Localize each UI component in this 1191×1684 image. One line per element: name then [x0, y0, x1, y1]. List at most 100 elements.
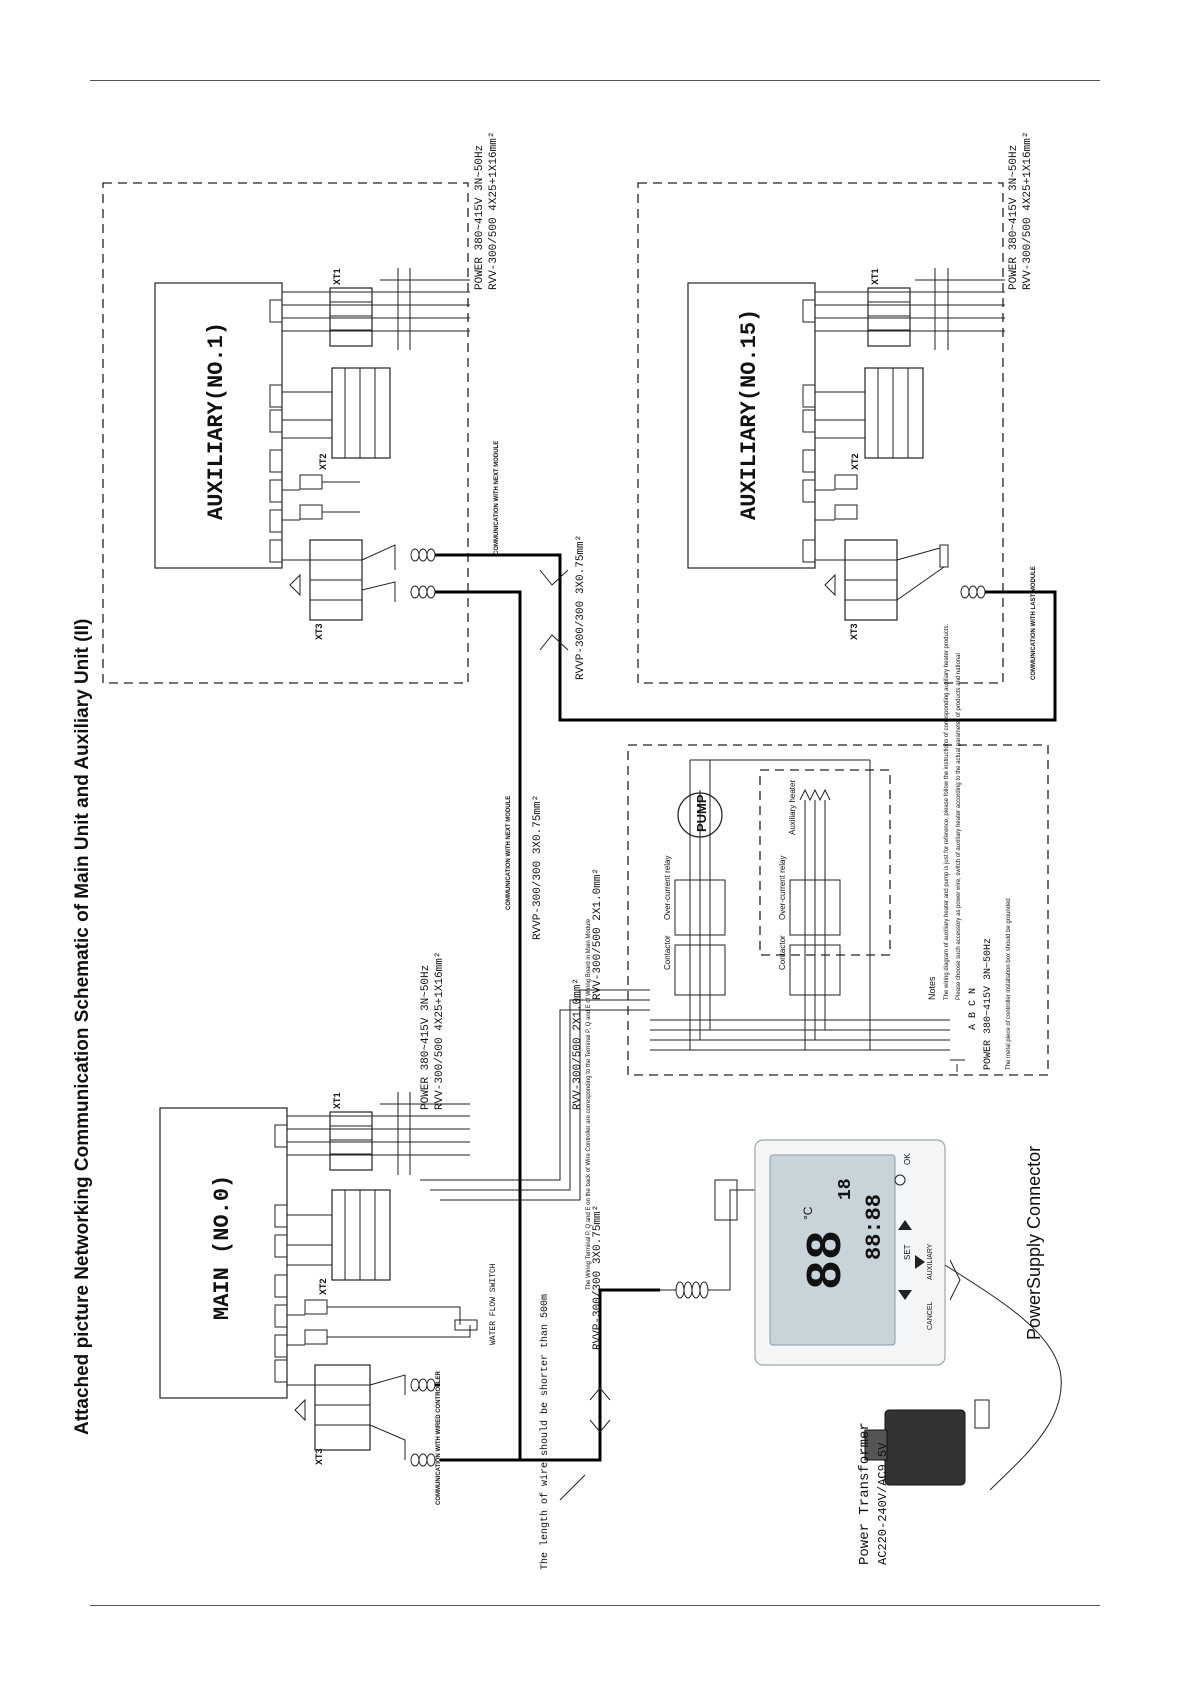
- lcd-digits-mid: 18: [836, 1178, 856, 1200]
- controller-btn-ok[interactable]: OK: [903, 1153, 912, 1165]
- aux15-pin: [802, 449, 816, 473]
- main-unit-label: MAIN (NO.0): [210, 1175, 235, 1320]
- transformer-label-a: Power Transformer: [857, 1422, 873, 1565]
- plug-connector: [974, 1399, 990, 1429]
- accessory-abcn: A B C N: [968, 988, 979, 1030]
- comm-cable-label-aux: RVVP-300/300 3X0.75mm²: [575, 535, 587, 680]
- overcurrent-label-heater: Over-current relay: [778, 856, 787, 920]
- power-transformer: [884, 1409, 966, 1486]
- aux1-unit-label: AUXILIARY(NO.1): [204, 322, 229, 520]
- aux1-pin: [269, 479, 283, 503]
- aux1-xt1-terminal: [329, 287, 373, 347]
- aux15-xt1-label: XT1: [870, 268, 880, 285]
- power-icon[interactable]: [894, 1174, 906, 1186]
- aux1-pin: [269, 539, 283, 563]
- ctrl-cable-label-1: RVV-300/500 2X1.0mm²: [572, 978, 584, 1110]
- wired-controller-comm-label: COMMUNICATION WITH WIRED CONTROLLER: [436, 1370, 442, 1505]
- aux1-pin: [269, 409, 283, 433]
- wired-cable-label: RVVP-300/300 3X0.75mm²: [592, 1205, 604, 1350]
- ctrl-cable-label-2: RVV-300/500 2X1.0mm²: [592, 868, 604, 1000]
- power-supply: PowerSupply Connector Power Transformer …: [857, 1146, 1062, 1565]
- aux15-dashed-boundary: [637, 182, 1004, 684]
- transformer-label-b: AC220-240V/AC9.5V: [876, 1442, 890, 1565]
- arrow-right-icon[interactable]: [915, 1255, 925, 1269]
- notes-line-1: The wiring diagram of auxiliary heater a…: [944, 623, 950, 1000]
- main-xt1-terminal: [329, 1111, 373, 1171]
- controller-arrow-buttons[interactable]: [898, 1220, 925, 1300]
- control-wires: [420, 989, 650, 1201]
- main-xt1-label: XT1: [332, 1092, 342, 1109]
- overcurrent-label-pump: Over-current relay: [663, 856, 672, 920]
- aux1-comm-next: COMMUNICATION WITH NEXT MODULE: [494, 441, 500, 555]
- controller-lcd: [769, 1154, 896, 1346]
- comm-cable-label-1: RVVP-300/300 3X0.75mm²: [532, 795, 544, 940]
- accessory-power-label: POWER 380~415V 3N~50Hz: [983, 938, 994, 1070]
- wiring-terminal-note: The Wiring Terminal P, Q and E on the ba…: [586, 918, 592, 1290]
- ground-note: The metal piece of controller installati…: [1006, 898, 1012, 1070]
- main-unit-box: [159, 1107, 288, 1399]
- aux15-pin: [802, 299, 816, 323]
- lcd-digits-big: 88: [799, 1230, 856, 1290]
- aux15-pin: [802, 479, 816, 503]
- aux15-xt3-label: XT3: [849, 623, 859, 640]
- aux15-power-label-b: RVV-300/500 4X25+1X16mm²: [1022, 132, 1034, 290]
- aux15-xt2-label: XT2: [850, 453, 860, 470]
- comm-bus-aux1-aux15: [455, 553, 1057, 722]
- aux15-unit-label: AUXILIARY(NO.15): [737, 309, 762, 520]
- transformer-prongs: [864, 1429, 888, 1461]
- aux1-unit-box: [154, 282, 283, 569]
- contactor-label-pump: Contactor: [663, 935, 672, 970]
- main-module: MAIN (NO.0) XT1 POWER 380~415V 3N~50Hz R…: [159, 952, 498, 1505]
- accessory-module: PUMP Contactor Over-current relay Contac…: [627, 623, 1049, 1076]
- wire-length-note: The length of wire should be shorter tha…: [539, 1294, 551, 1570]
- aux1-pin: [269, 384, 283, 408]
- aux1-dashed-boundary: [102, 182, 469, 684]
- power-cord: [944, 1264, 1062, 1491]
- controller-btn-set[interactable]: SET: [903, 1244, 912, 1260]
- aux15-comm-last: COMMUNICATION WITH LAST MODULE: [1031, 566, 1037, 680]
- aux15-xt2-terminal: [864, 367, 924, 459]
- cable-break-symbol: [539, 569, 569, 651]
- main-comm-stub: [435, 1383, 560, 1462]
- aux15-module: AUXILIARY(NO.15) XT1 POWER 380~415V 3N~5…: [637, 132, 1037, 684]
- arrow-down-icon[interactable]: [898, 1220, 912, 1230]
- lcd-unit-c: °C: [801, 1206, 815, 1220]
- controller-cable-coil: [660, 1179, 755, 1299]
- aux15-unit-box: [687, 282, 816, 569]
- power-connector-label: PowerSupply Connector: [1024, 1146, 1044, 1340]
- accessory-dashed-boundary: [627, 744, 1049, 1076]
- main-xt3-terminal: [314, 1364, 371, 1451]
- controller-btn-auxiliary[interactable]: AUXILIARY: [927, 1243, 934, 1280]
- aux15-xt1-terminal: [867, 287, 911, 347]
- cable-break-symbol-2: [559, 1387, 611, 1501]
- pump-label: PUMP: [694, 794, 709, 832]
- arrow-up-icon[interactable]: [898, 1290, 912, 1300]
- main-xt2-label: XT2: [318, 1278, 328, 1295]
- aux1-xt3-label: XT3: [314, 623, 324, 640]
- wired-controller[interactable]: 88 °C 18 88:88 SET OK CANCEL AUXILIARY: [754, 1139, 946, 1366]
- aux1-module: AUXILIARY(NO.1) XT1 POWER 380~415V 3N~50…: [102, 132, 500, 684]
- aux-heater-label: Auxiliary heater: [788, 780, 797, 835]
- aux1-pin: [269, 449, 283, 473]
- aux1-xt2-terminal: [331, 367, 391, 459]
- aux1-xt1-label: XT1: [332, 268, 342, 285]
- controller-btn-cancel[interactable]: CANCEL: [927, 1301, 934, 1330]
- aux1-xt2-label: XT2: [318, 453, 328, 470]
- lcd-digits-small: 88:88: [862, 1194, 887, 1260]
- main-power-label-a: POWER 380~415V 3N~50Hz: [420, 965, 432, 1110]
- main-xt3-label: XT3: [314, 1448, 324, 1465]
- aux15-pin: [802, 539, 816, 563]
- notes-line-2: Please choose such accessory as power wi…: [956, 653, 962, 1000]
- contactor-label-heater: Contactor: [778, 935, 787, 970]
- wired-controller-bus: [560, 1288, 660, 1462]
- aux1-power-label-a: POWER 380~415V 3N~50Hz: [474, 145, 486, 290]
- aux1-power-label-b: RVV-300/500 4X25+1X16mm²: [488, 132, 500, 290]
- aux15-pin: [802, 409, 816, 433]
- aux1-pin: [269, 299, 283, 323]
- notes-title: Notes: [927, 976, 937, 1000]
- top-rule: [90, 80, 1100, 81]
- main-power-label-b: RVV-300/500 4X25+1X16mm²: [434, 952, 446, 1110]
- water-flow-switch-label: WATER FLOW SWITCH: [489, 1263, 498, 1345]
- aux15-pin: [802, 384, 816, 408]
